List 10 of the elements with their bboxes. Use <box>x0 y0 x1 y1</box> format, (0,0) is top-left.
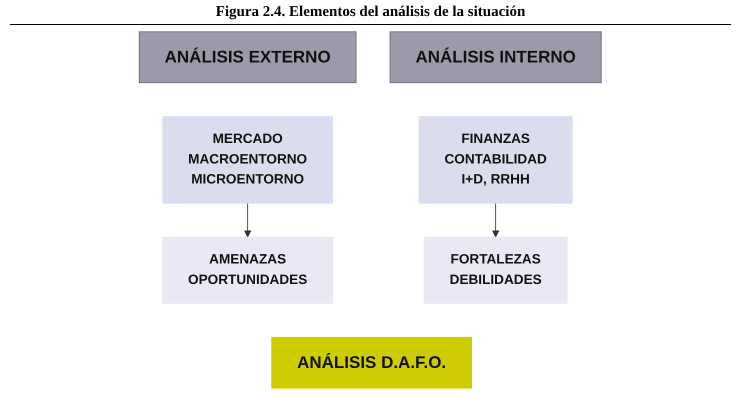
arrow <box>492 202 500 238</box>
node-box: ANÁLISIS D.A.F.O. <box>272 336 472 389</box>
node-box: FORTALEZAS DEBILIDADES <box>424 236 568 304</box>
node-box: MERCADO MACROENTORNO MICROENTORNO <box>162 116 334 204</box>
node-box: FINANZAS CONTABILIDAD I+D, RRHH <box>418 116 573 204</box>
node-box: ANÁLISIS EXTERNO <box>139 31 357 84</box>
node-box: AMENAZAS OPORTUNIDADES <box>162 236 334 304</box>
node-box: ANÁLISIS INTERNO <box>390 31 602 84</box>
arrow <box>244 202 252 238</box>
figure-title: Figura 2.4. Elementos del análisis de la situación <box>10 0 731 25</box>
